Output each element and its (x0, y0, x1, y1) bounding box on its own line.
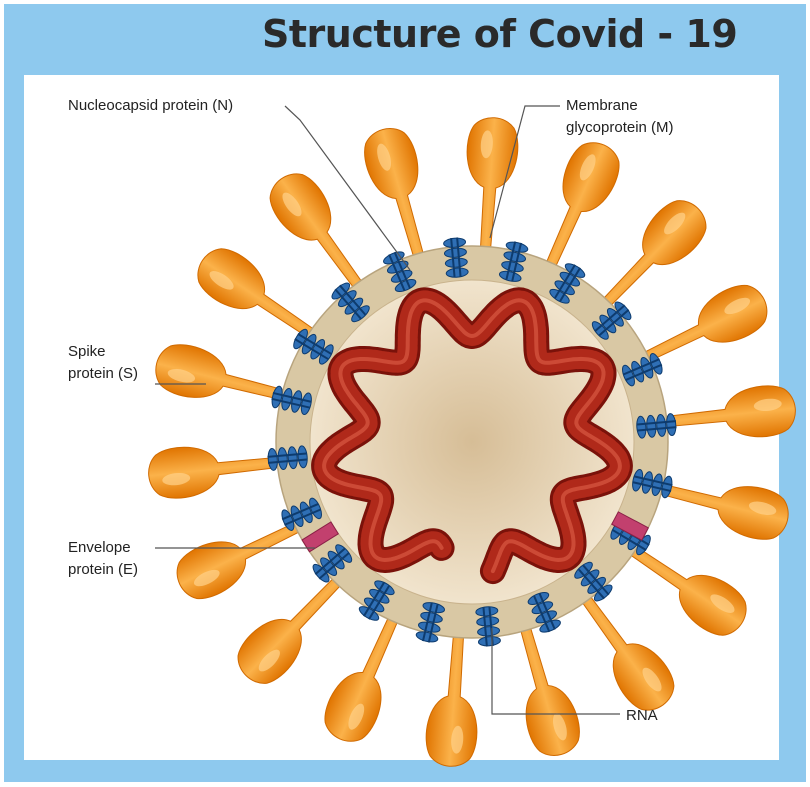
envelope-label-line2: protein (E) (68, 560, 138, 579)
rna-label: RNA (626, 706, 658, 725)
spike-protein (658, 383, 798, 447)
spike-protein (151, 339, 294, 421)
envelope-label-line1: Envelope (68, 538, 131, 557)
spike-label-line1: Spike (68, 342, 106, 361)
spike-protein (317, 605, 418, 749)
membrane-label-line1: Membrane (566, 96, 638, 115)
spike-protein (424, 630, 484, 768)
spike-protein (500, 618, 586, 762)
spike-label-line2: protein (S) (68, 364, 138, 383)
spike-protein (650, 463, 793, 545)
membrane-label-line2: glycoprotein (M) (566, 118, 674, 137)
spike-protein (526, 135, 627, 279)
spike-protein (146, 437, 286, 501)
spike-protein (460, 116, 520, 254)
spike-protein (358, 123, 444, 267)
nucleocapsid-label: Nucleocapsid protein (N) (68, 96, 233, 115)
